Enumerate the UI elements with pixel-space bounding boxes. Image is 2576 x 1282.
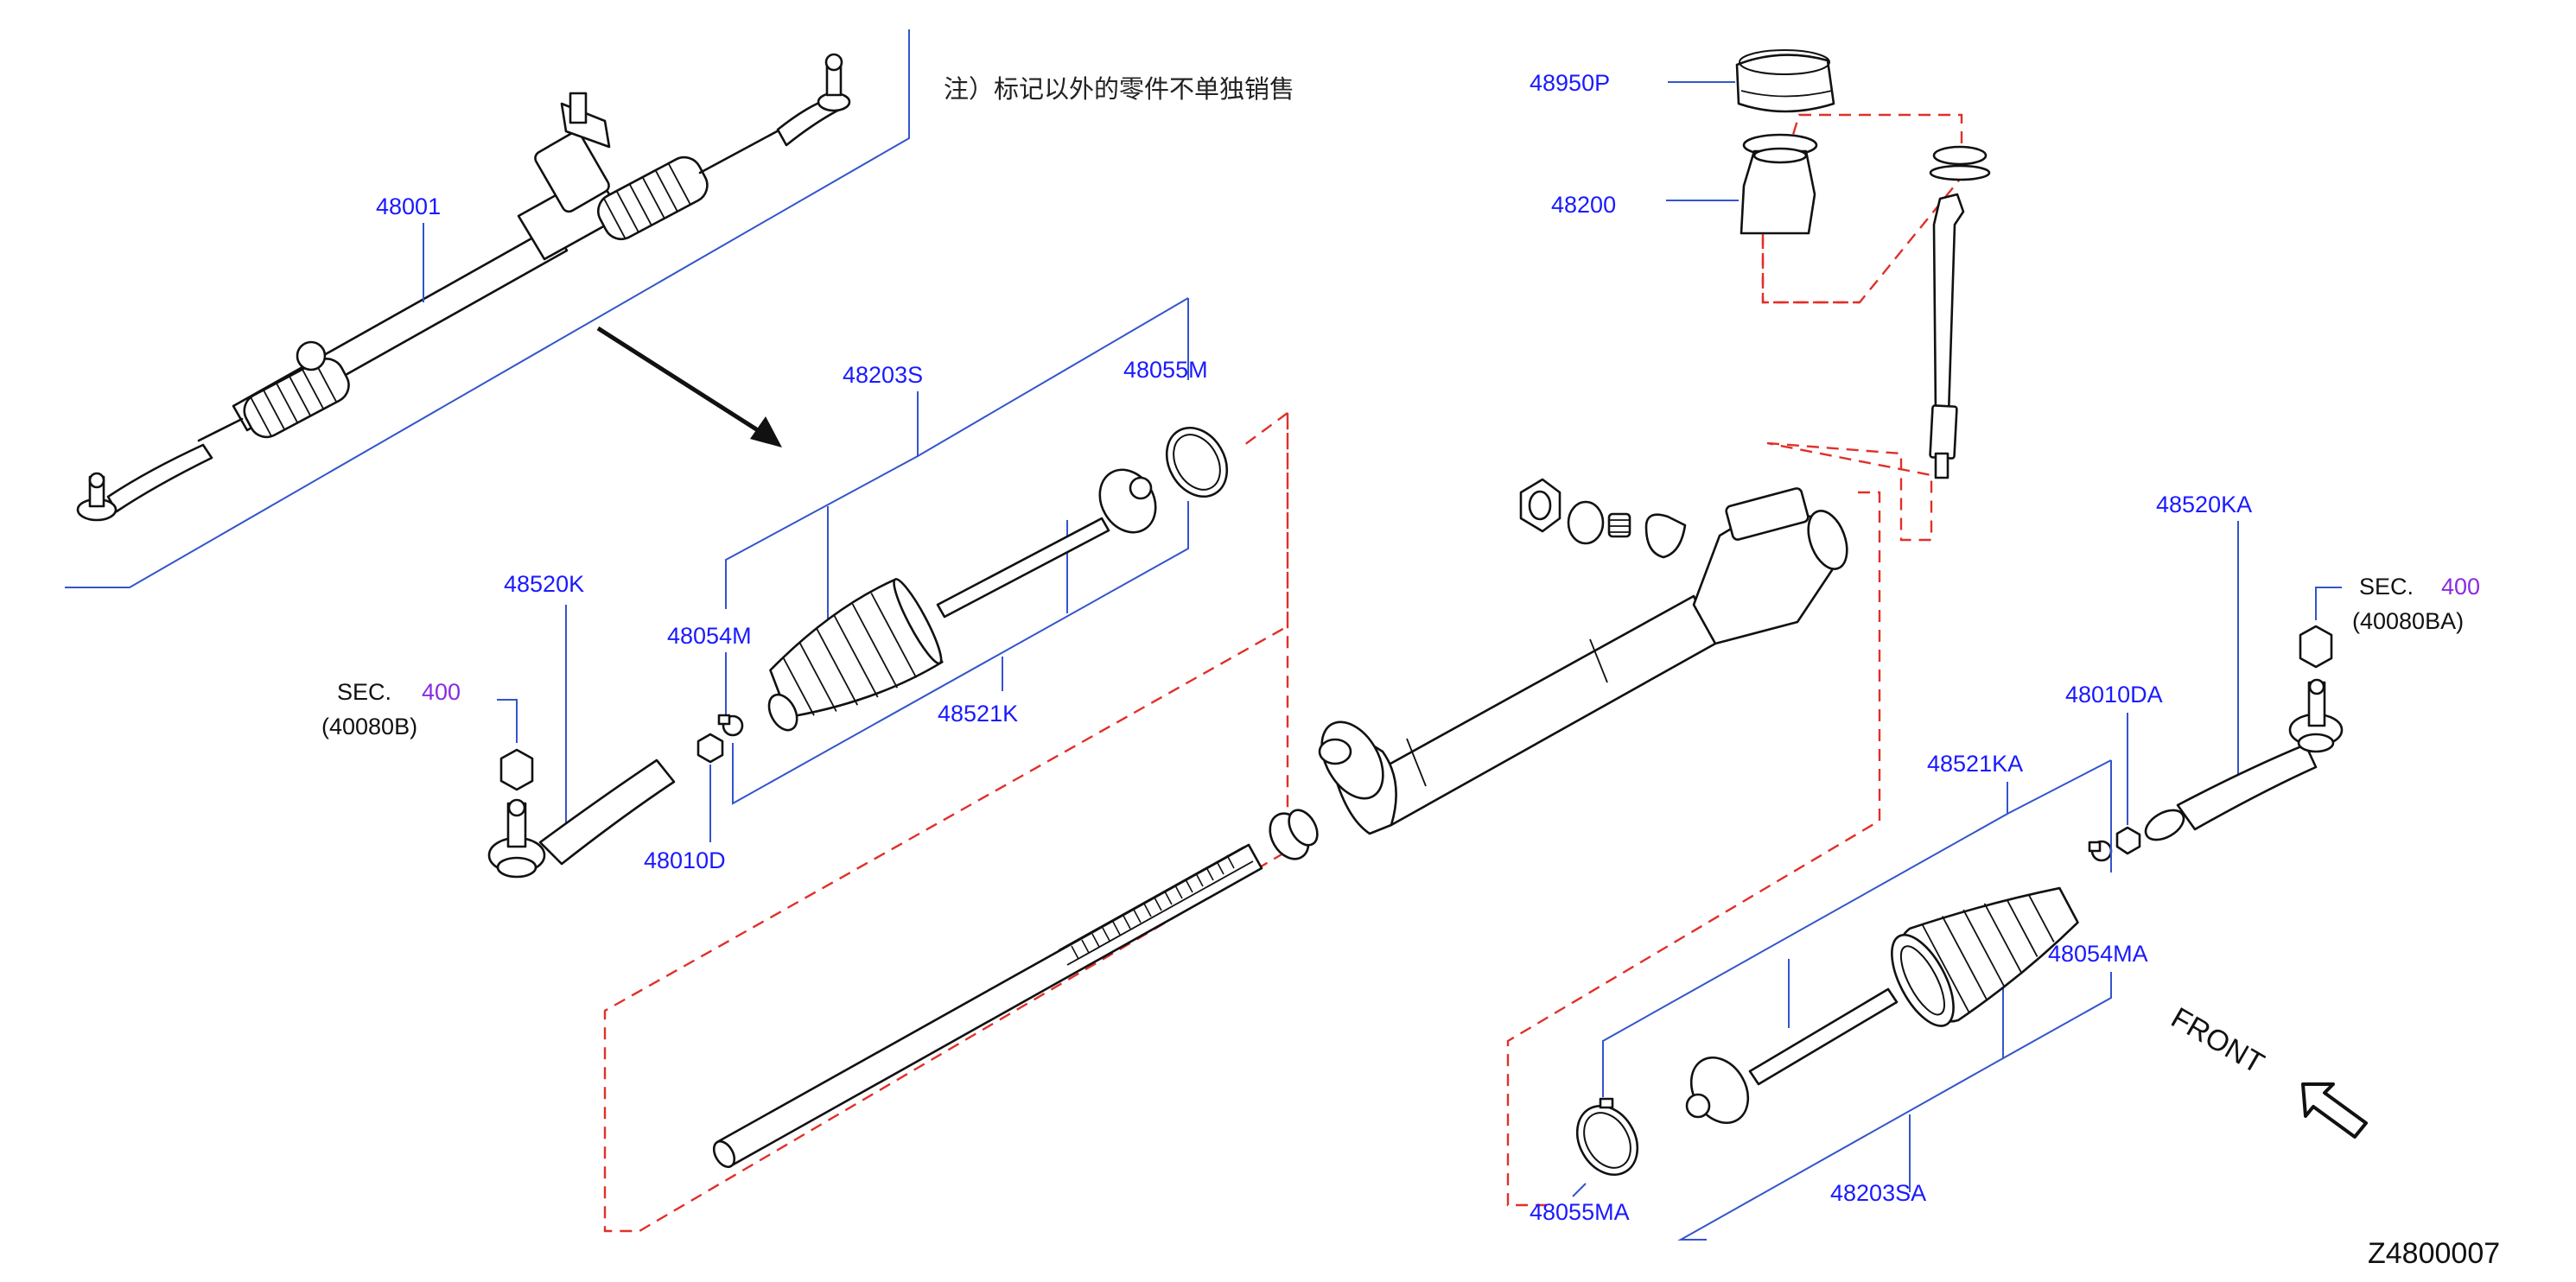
tie-rod-nut-left (499, 748, 534, 791)
rack-dashed-outline-left (603, 413, 1289, 1233)
rack-dashed-outline-right (1506, 491, 1881, 1207)
label-48001: 48001 (376, 194, 441, 219)
steering-gear-assembly-drawing (76, 53, 851, 522)
lock-nut-48010da (2115, 826, 2141, 855)
sec-right-ref: (40080BA) (2352, 608, 2464, 634)
label-48055MA: 48055MA (1530, 1199, 1630, 1225)
label-48055M: 48055M (1123, 357, 1208, 383)
pinion-seal-48950p (1735, 49, 1835, 113)
sec-right-number[interactable]: 400 (2441, 574, 2480, 600)
dashed-outline-mid (1766, 441, 1933, 542)
inner-tie-rod-48521k (936, 468, 1157, 619)
label-48010DA: 48010DA (2065, 682, 2163, 708)
label-48520K: 48520K (504, 571, 584, 597)
tie-rod-nut-right (2299, 625, 2333, 669)
sec-right-prefix: SEC. (2359, 574, 2414, 600)
small-clamp-48054ma (2088, 840, 2113, 862)
label-48950P: 48950P (1530, 70, 1610, 96)
label-48203S: 48203S (843, 362, 923, 388)
yoke-cap (1567, 500, 1605, 545)
tie-rod-end-48520ka (2144, 678, 2344, 841)
label-48054MA: 48054MA (2048, 941, 2148, 967)
sec-left-ref: (40080B) (321, 714, 417, 739)
steering-boot-48203s (767, 578, 944, 732)
boot-clamp-48055ma (1575, 1097, 1639, 1177)
small-clamp-48054m (717, 714, 744, 737)
label-48200: 48200 (1551, 192, 1616, 218)
assembly-outline (65, 29, 910, 588)
diagram-code: Z4800007 (2368, 1237, 2500, 1270)
pinion-bearing-48200 (1740, 133, 1818, 235)
rack-bushing (1269, 809, 1319, 860)
yoke-spring (1607, 512, 1631, 538)
sec-left-prefix: SEC. (337, 679, 391, 705)
steering-rack-bar (712, 843, 1263, 1169)
lock-nut-48010d (696, 733, 724, 764)
rack-yoke (1644, 513, 1687, 559)
gear-housing (1318, 487, 1848, 835)
front-label: FRONT (2166, 1001, 2269, 1080)
steering-boot-48203sa (1891, 886, 2079, 1027)
pinion-shaft (1929, 145, 1991, 479)
front-direction-arrow-icon (2301, 1082, 2368, 1139)
label-48520KA: 48520KA (2156, 492, 2252, 517)
adjusting-plug (1519, 478, 1562, 533)
label-48203SA: 48203SA (1830, 1180, 1926, 1206)
exploded-view-arrow-icon (596, 326, 782, 447)
label-48054M: 48054M (667, 623, 752, 649)
boot-clamp-48055m (1165, 426, 1229, 498)
label-48521K: 48521K (938, 701, 1018, 727)
label-48010D: 48010D (644, 847, 726, 873)
label-48521KA: 48521KA (1927, 751, 2023, 777)
inner-tie-rod-48521ka (1685, 987, 1899, 1125)
tie-rod-end-48520k (487, 758, 676, 879)
sec-left-number[interactable]: 400 (422, 679, 461, 705)
parts-note: 注）标记以外的零件不单独销售 (944, 74, 1294, 104)
